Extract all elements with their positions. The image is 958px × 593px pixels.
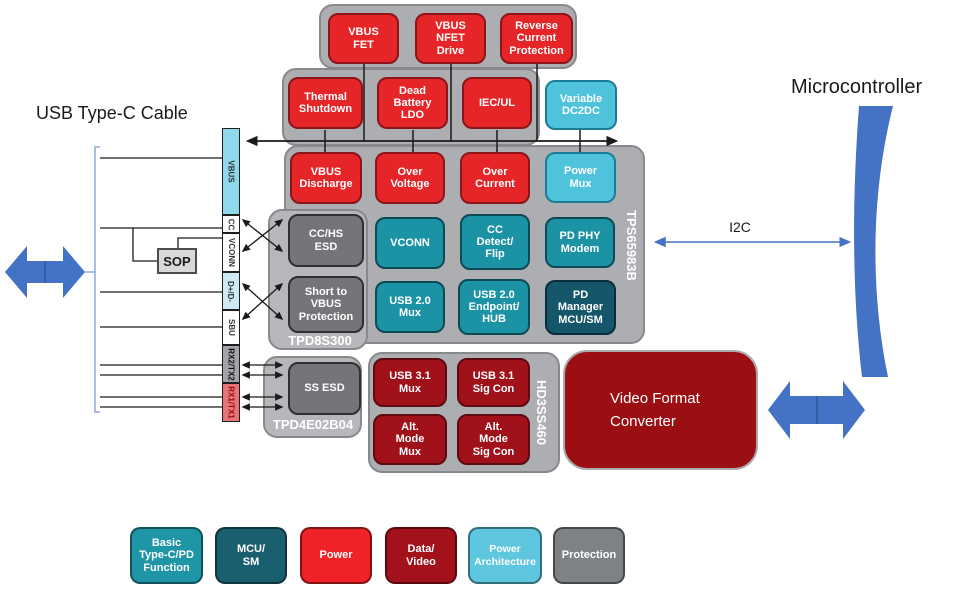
- block-thermal-shutdown: Thermal Shutdown: [288, 77, 363, 129]
- legend-data-video: Data/ Video: [385, 527, 457, 584]
- block-vbus-nfet-drive: VBUS NFET Drive: [415, 13, 486, 64]
- connector-segment-vbus: VBUS: [222, 128, 240, 215]
- sop-box: SOP: [157, 248, 197, 274]
- right-bidirectional-arrow: [768, 381, 865, 439]
- block-short-to-vbus-protection: Short to VBUS Protection: [288, 276, 364, 333]
- block-video-format-converter: Video Format Converter: [563, 350, 758, 470]
- legend-basic-typec-pd-function: Basic Type-C/PD Function: [130, 527, 203, 584]
- legend-power: Power: [300, 527, 372, 584]
- connector-segment-sbu: SBU: [222, 310, 240, 345]
- connector-segment-dplus-dminus: D+/D-: [222, 272, 240, 310]
- block-usb31-sig-con: USB 3.1 Sig Con: [457, 358, 530, 407]
- block-dead-battery-ldo: Dead Battery LDO: [377, 77, 448, 129]
- microcontroller-title: Microcontroller: [791, 76, 923, 98]
- block-vconn: VCONN: [375, 217, 445, 269]
- cable-title: USB Type-C Cable: [36, 103, 188, 123]
- block-usb20-endpoint-hub: USB 2.0 Endpoint/ HUB: [458, 279, 530, 335]
- cable-wires: [100, 157, 222, 408]
- block-over-current: Over Current: [460, 152, 530, 204]
- block-iec-ul: IEC/UL: [462, 77, 532, 129]
- block-cc-hs-esd: CC/HS ESD: [288, 214, 364, 267]
- block-alt-mode-sig-con: Alt. Mode Sig Con: [457, 414, 530, 465]
- connector-segment-cc: CC: [222, 215, 240, 233]
- block-cc-detect-flip: CC Detect/ Flip: [460, 214, 530, 270]
- chip-label-tpd8s300: TPD8S300: [288, 332, 352, 348]
- block-pd-manager-mcu-sm: PD Manager MCU/SM: [545, 280, 616, 335]
- legend-power-architecture: Power Architecture: [468, 527, 542, 584]
- chip-label-tpd4e02b04: TPD4E02B04: [272, 416, 354, 432]
- connector-segment-rx1-tx1: RX1/TX1: [222, 383, 240, 422]
- block-vbus-fet: VBUS FET: [328, 13, 399, 64]
- legend-protection: Protection: [553, 527, 625, 584]
- block-alt-mode-mux: Alt. Mode Mux: [373, 414, 447, 465]
- left-bidirectional-arrow: [5, 246, 85, 298]
- block-power-mux: Power Mux: [545, 152, 616, 203]
- cable-bracket: [85, 146, 100, 413]
- chip-label-tps65983b: TPS65983B: [623, 209, 639, 281]
- connector-segment-vconn: VCONN: [222, 233, 240, 272]
- chip-label-hd3ss460: HD3SS460: [534, 379, 550, 445]
- block-variable-dc2dc: Variable DC2DC: [545, 80, 617, 130]
- connector-segment-rx2-tx2: RX2/TX2: [222, 345, 240, 383]
- i2c-label: I2C: [729, 219, 751, 235]
- block-usb20-mux: USB 2.0 Mux: [375, 281, 445, 333]
- block-usb31-mux: USB 3.1 Mux: [373, 358, 447, 407]
- block-vbus-discharge: VBUS Discharge: [290, 152, 362, 204]
- block-reverse-current-protection: Reverse Current Protection: [500, 13, 573, 64]
- legend-mcu-sm: MCU/ SM: [215, 527, 287, 584]
- block-over-voltage: Over Voltage: [375, 152, 445, 204]
- microcontroller-bracket: [854, 106, 893, 377]
- block-pd-phy-modem: PD PHY Modem: [545, 217, 615, 268]
- block-ss-esd: SS ESD: [288, 362, 361, 415]
